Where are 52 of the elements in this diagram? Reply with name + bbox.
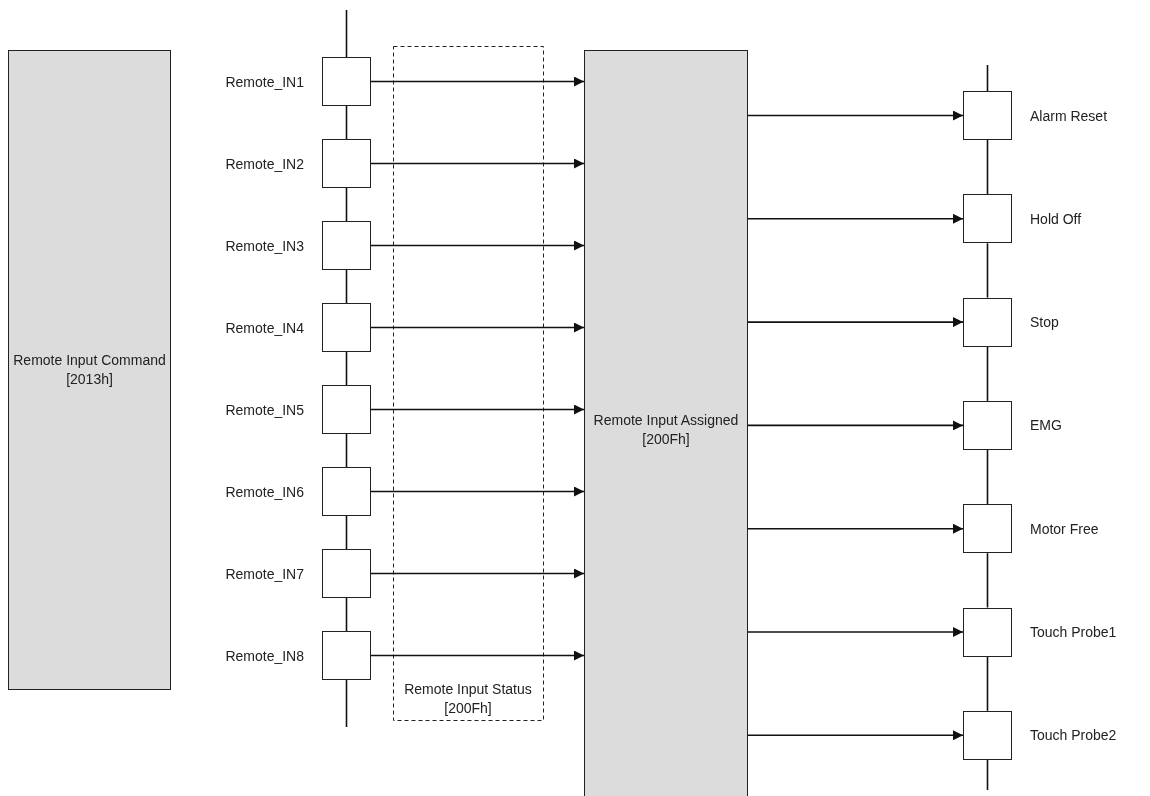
bus-line (986, 64, 989, 92)
signal-label: Remote_IN7 (225, 565, 304, 582)
arrow (370, 486, 585, 497)
arrow (370, 650, 585, 661)
arrow (747, 213, 964, 224)
arrow (747, 730, 964, 741)
bus-line (345, 597, 348, 632)
bus-line (345, 433, 348, 468)
block-box (584, 50, 748, 796)
signal-label: Hold Off (1030, 210, 1082, 227)
bus-line (986, 449, 989, 505)
arrow (747, 420, 964, 431)
node-label: Remote Input Assigned [200Fh] (592, 411, 740, 449)
node-label: Remote Input Command [2013h] (12, 351, 167, 389)
group-label: Remote Input Status [200Fh] (403, 680, 533, 718)
arrow (370, 322, 585, 333)
signal-label: Remote_IN8 (225, 647, 304, 664)
bus-line (986, 759, 989, 791)
arrow (370, 568, 585, 579)
bus-line (986, 242, 989, 299)
arrow (747, 627, 964, 637)
signal-label: Remote_IN5 (225, 401, 304, 418)
bus-line (986, 139, 989, 196)
arrow (370, 240, 585, 251)
signal-label: Remote_IN3 (225, 237, 304, 254)
bus-line (345, 187, 348, 222)
signal-label: Touch Probe1 (1030, 624, 1117, 640)
bus-line (345, 269, 348, 304)
block-box (8, 50, 171, 690)
signal-label: Alarm Reset (1030, 107, 1108, 124)
bus-line (345, 9, 348, 58)
bus-line (345, 515, 348, 550)
bus-line (986, 345, 989, 402)
bus-line (345, 351, 348, 386)
signal-label: Touch Probe2 (1030, 727, 1117, 744)
arrow (370, 76, 585, 87)
signal-label: Remote_IN1 (225, 73, 304, 90)
arrow (370, 158, 585, 169)
bus-line (345, 105, 348, 140)
signal-label: Remote_IN4 (225, 319, 304, 336)
bus-line (986, 552, 989, 609)
bus-line (345, 679, 348, 728)
arrow (747, 110, 964, 121)
signal-label: Remote_IN6 (225, 483, 304, 500)
signal-label: Remote_IN2 (225, 155, 304, 172)
bus-line (986, 655, 989, 712)
signal-label: Motor Free (1030, 520, 1099, 537)
arrow (747, 523, 964, 534)
arrow (747, 317, 964, 328)
signal-label: Stop (1030, 314, 1059, 331)
arrow (370, 404, 585, 415)
signal-label: EMG (1030, 417, 1062, 434)
